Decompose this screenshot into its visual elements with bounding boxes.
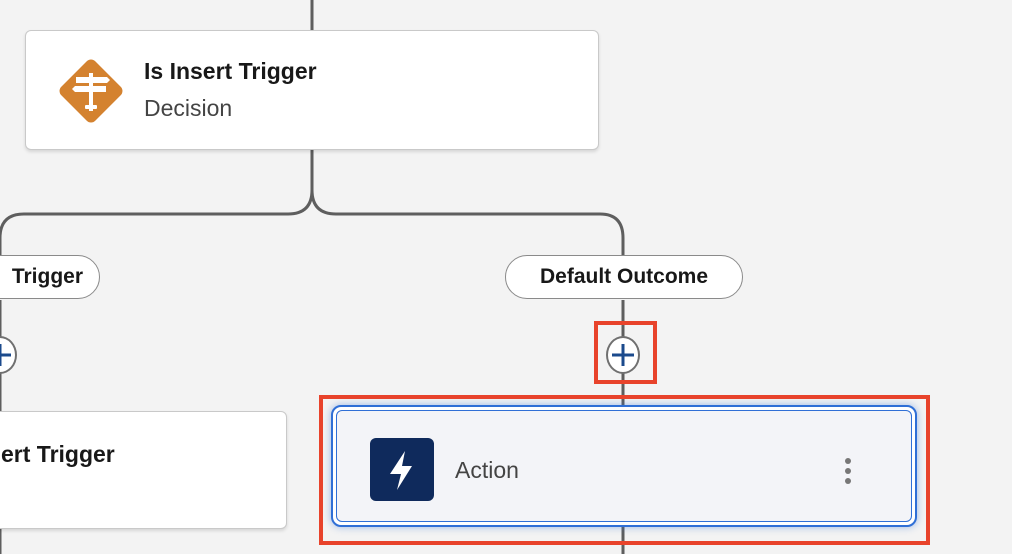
plus-icon bbox=[0, 344, 11, 366]
action-node-title: Action bbox=[455, 457, 519, 483]
decision-node-title: Is Insert Trigger bbox=[144, 58, 317, 84]
action-node-card[interactable]: Action bbox=[331, 405, 917, 527]
decision-node-card[interactable]: Is Insert Trigger Decision bbox=[25, 30, 599, 150]
outcome-label-trigger[interactable]: Trigger bbox=[0, 255, 100, 299]
connector-decision-split bbox=[0, 149, 314, 255]
outcome-label-default[interactable]: Default Outcome bbox=[505, 255, 743, 299]
plus-icon bbox=[612, 344, 634, 366]
connector-default-branch bbox=[310, 189, 625, 255]
more-actions-icon[interactable] bbox=[843, 457, 853, 485]
lightning-bolt-icon bbox=[370, 438, 434, 501]
highlight-action-node bbox=[319, 395, 930, 545]
decision-node-type: Decision bbox=[144, 95, 233, 121]
left-branch-node-card[interactable]: ert Trigger bbox=[0, 411, 287, 529]
left-branch-node-title: ert Trigger bbox=[1, 441, 115, 467]
add-element-button-left[interactable] bbox=[0, 336, 17, 374]
highlight-add-button bbox=[594, 321, 657, 384]
decision-signpost-icon bbox=[59, 59, 123, 123]
add-element-button[interactable] bbox=[606, 336, 640, 374]
